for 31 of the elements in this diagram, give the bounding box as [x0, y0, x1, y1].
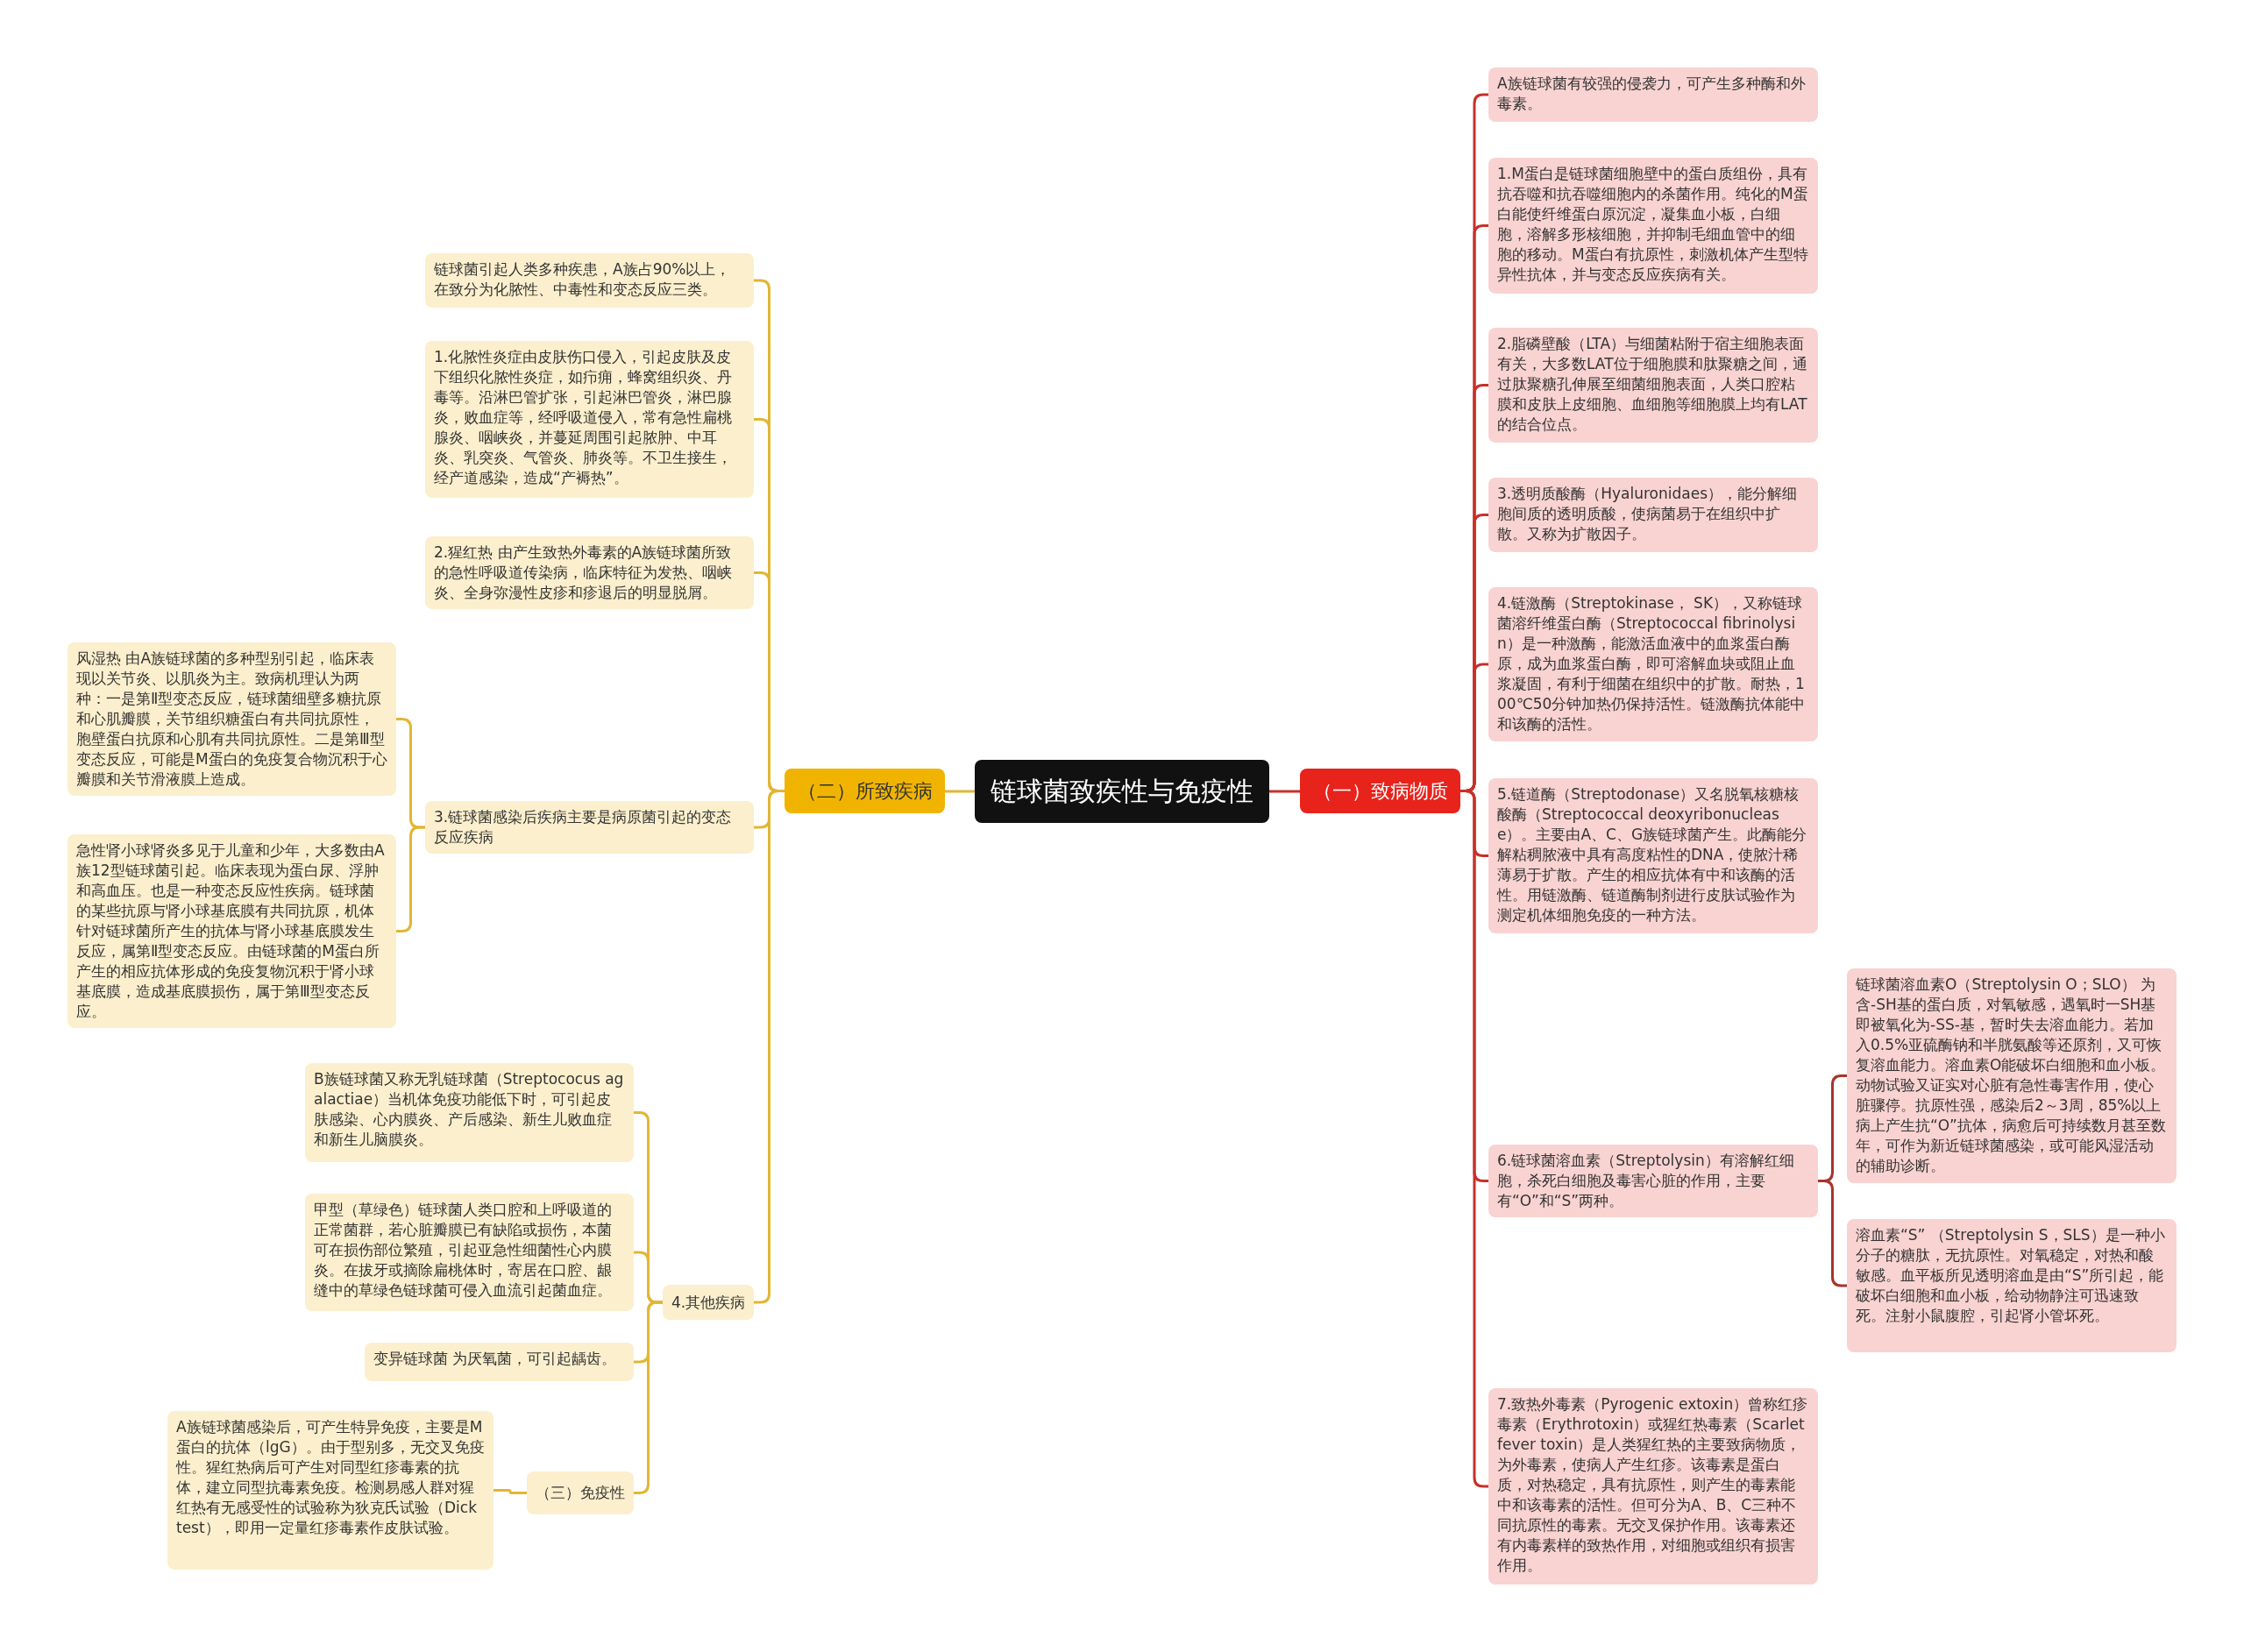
connector-line — [396, 826, 425, 932]
topic-box: 3.链球菌感染后疾病主要是病原菌引起的变态反应疾病 — [425, 801, 754, 854]
branch-topic-box: （一）致病物质 — [1300, 769, 1460, 813]
topic-box: 7.致热外毒素（Pyrogenic extoxin）曾称红疹毒素（Erythrotoxin）或猩红热毒素（Scarletfever toxin）是人类猩红热的主要致病物质，为外毒素，使病人产生红疹。该毒素是蛋白质，对热稳定，具有抗原性，则产生的毒素能中和该毒素的活性。但可分为A、B、C三种不同抗原性的毒素。无交叉保护作用。该毒素还有内毒素样的致热作用，对细胞或组织有损害作用。 — [1488, 1388, 1818, 1585]
topic-box: 甲型（草绿色）链球菌人类口腔和上呼吸道的正常菌群，若心脏瓣膜已有缺陷或损伤，本菌可在损伤部位繁殖，引起亚急性细菌性心内膜炎。在拔牙或摘除扁桃体时，寄居在口腔、龈缝中的草绿色链球菌可侵入血流引起菌血症。 — [305, 1194, 634, 1311]
connector-line — [634, 1301, 663, 1494]
topic-box: A族链球菌有较强的侵袭力，可产生多种酶和外毒素。 — [1488, 67, 1818, 122]
topic-box: 链球菌引起人类多种疾患，A族占90%以上，在致分为化脓性、中毒性和变态反应三类。 — [425, 253, 754, 308]
topic-box: A族链球菌感染后，可产生特异免疫，主要是M蛋白的抗体（lgG）。由于型别多，无交叉免疫性。猩红热病后可产生对同型红疹毒素的抗体，建立同型抗毒素免疫。检测易感人群对猩红热有无感受性的试验称为狄克氏试验（Dick test），即用一定量红疹毒素作皮肤试验。 — [167, 1411, 494, 1570]
topic-box: 急性肾小球肾炎多见于儿童和少年，大多数由A族12型链球菌引起。临床表现为蛋白尿、浮肿和高血压。也是一种变态反应性疾病。链球菌的某些抗原与肾小球基底膜有共同抗原，机体针对链球菌所产生的抗体与肾小球基底膜发生反应，属第Ⅱ型变态反应。由链球菌的M蛋白所产生的相应抗体形成的免疫复物沉积于肾小球基底膜，造成基底膜损伤，属于第Ⅲ型变态反应。 — [67, 834, 396, 1028]
central-topic-box: 链球菌致疾性与免疫性 — [975, 760, 1269, 823]
connector-line — [945, 790, 975, 793]
topic-box: 3.透明质酸酶（Hyaluronidaes），能分解细胞间质的透明质酸，使病菌易于在组织中扩散。又称为扩散因子。 — [1488, 478, 1818, 552]
topic-box: 1.化脓性炎症由皮肤伤口侵入，引起皮肤及皮下组织化脓性炎症，如疖痈，蜂窝组织炎、丹毒等。沿淋巴管扩张，引起淋巴管炎，淋巴腺炎，败血症等，经呼吸道侵入，常有急性扁桃腺炎、咽峡炎，并蔓延周围引起脓肿、中耳炎、乳突炎、气管炎、肺炎等。不卫生接生，经产道感染，造成“产褥热”。 — [425, 341, 754, 498]
branch-topic-box: （二）所致疾病 — [785, 769, 945, 813]
topic-box: 1.M蛋白是链球菌细胞壁中的蛋白质组份，具有抗吞噬和抗吞噬细胞内的杀菌作用。纯化的M蛋白能使纤维蛋白原沉淀，凝集血小板，白细胞，溶解多形核细胞，并抑制毛细血管中的细胞的移动。M蛋白有抗原性，刺激机体产生型特异性抗体，并与变态反应疾病有关。 — [1488, 158, 1818, 294]
topic-box: 风湿热 由A族链球菌的多种型别引起，临床表现以关节炎、以肌炎为主。致病机理认为两种：一是第Ⅱ型变态反应，链球菌细壁多糖抗原和心肌瓣膜，关节组织糖蛋白有共同抗原性，胞壁蛋白抗原和心肌有共同抗原性。二是第Ⅲ型变态反应，可能是M蛋白的免疫复合物沉积于心瓣膜和关节滑液膜上造成。 — [67, 642, 396, 796]
topic-box: 溶血素“S” （Streptolysin S，SLS）是一种小分子的糖肽，无抗原性。对氧稳定，对热和酸敏感。血平板所见透明溶血是由“S”所引起，能破坏白细胞和血小板，给动物静注可迅速致死。注射小鼠腹腔，引起肾小管坏死。 — [1847, 1219, 2177, 1352]
connector-line — [1269, 790, 1300, 793]
connector-line — [1818, 1180, 1847, 1287]
topic-box: 变异链球菌 为厌氧菌，可引起龋齿。 — [365, 1343, 634, 1381]
topic-box: 6.链球菌溶血素（Streptolysin）有溶解红细胞，杀死白细胞及毒害心脏的作用，主要有“O”和“S”两种。 — [1488, 1145, 1818, 1217]
topic-box: 4.链激酶（Streptokinase， SK），又称链球菌溶纤维蛋白酶（Streptococcal fibrinolysin）是一种激酶，能激活血液中的血浆蛋白酶原，成为血浆蛋白酶，即可溶解血块或阻止血浆凝固，有利于细菌在组织中的扩散。耐热，100℃50分钟加热仍保持活性。链激酶抗体能中和该酶的活性。 — [1488, 587, 1818, 741]
connector-line — [494, 1489, 527, 1494]
topic-box: B族链球菌又称无乳链球菌（Streptococus agalactiae）当机体免疫功能低下时，可引起皮肤感染、心内膜炎、产后感染、新生儿败血症和新生儿脑膜炎。 — [305, 1063, 634, 1162]
topic-box: 4.其他疾病 — [663, 1285, 754, 1320]
topic-box: 链球菌溶血素O（Streptolysin O；SLO） 为含-SH基的蛋白质，对氧敏感，遇氧时一SH基即被氧化为-SS-基，暂时失去溶血能力。若加入0.5%亚硫酶钠和半胱氨酸等还原剂，又可恢复溶血能力。溶血素O能破坏白细胞和血小板。动物试验又证实对心脏有急性毒害作用，使心脏骤停。抗原性强，感染后2～3周，85%以上病上产生抗“O”抗体，病愈后可持续数月甚至数年，可作为新近链球菌感染，或可能风湿活动的辅助诊断。 — [1847, 968, 2177, 1183]
topic-box: 5.链道酶（Streptodonase）又名脱氧核糖核酸酶（Streptococcal deoxyribonuclease）。主要由A、C、G族链球菌产生。此酶能分解粘稠脓液中具有高度粘性的DNA，使脓汁稀薄易于扩散。产生的相应抗体有中和该酶的活性。用链激酶、链道酶制剂进行皮肤试验作为测定机体细胞免疫的一种方法。 — [1488, 778, 1818, 933]
topic-box: （三）免疫性 — [527, 1471, 634, 1514]
topic-box: 2.脂磷壁酸（LTA）与细菌粘附于宿主细胞表面有关，大多数LAT位于细胞膜和肽聚糖之间，通过肽聚糖孔伸展至细菌细胞表面，人类口腔粘膜和皮肤上皮细胞、血细胞等细胞膜上均有LAT的结合位点。 — [1488, 328, 1818, 443]
topic-box: 2.猩红热 由产生致热外毒素的A族链球菌所致的急性呼吸道传染病，临床特征为发热、咽峡炎、全身弥漫性皮疹和疹退后的明显脱屑。 — [425, 536, 754, 609]
